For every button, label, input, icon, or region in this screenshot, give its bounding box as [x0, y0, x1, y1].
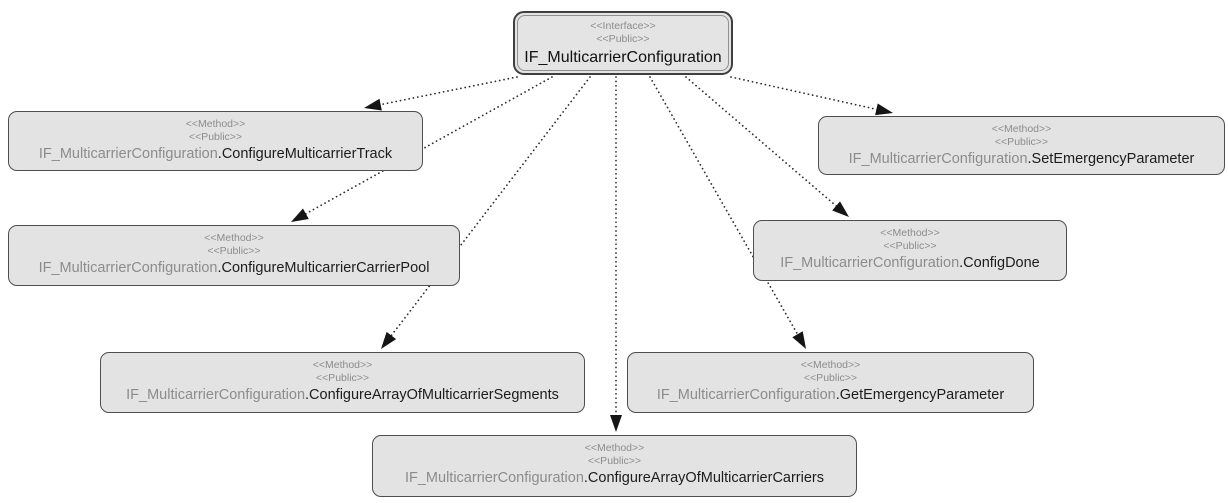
method-qualifier: IF_MulticarrierConfiguration [38, 146, 218, 162]
method-stereotype: <<Method>> [204, 232, 264, 244]
method-qualifier: IF_MulticarrierConfiguration [38, 260, 218, 276]
method-qualifier: IF_MulticarrierConfiguration [780, 255, 960, 271]
method-visibility-stereotype: <<Public>> [207, 245, 261, 257]
method-name: .GetEmergencyParameter [835, 387, 1005, 403]
interface-visibility-stereotype: <<Public>> [596, 33, 650, 45]
method-name-row: IF_MulticarrierConfiguration.ConfigureAr… [101, 385, 584, 406]
method-name: .ConfigureMulticarrierTrack [217, 146, 393, 162]
method-stereotype: <<Method>> [991, 123, 1052, 135]
node-method-configure-multicarrier-track[interactable]: <<Method>> <<Public>> IF_MulticarrierCon… [8, 111, 423, 171]
method-name: .ConfigDone [959, 255, 1040, 271]
node-method-get-emergency-parameter[interactable]: <<Method>> <<Public>> IF_MulticarrierCon… [627, 352, 1034, 413]
method-visibility-stereotype: <<Public>> [803, 372, 858, 384]
method-stereotype: <<Method>> [185, 118, 246, 130]
dependency-edge-get-emergency-parameter[interactable] [649, 76, 801, 339]
dependency-edge-configure-multicarrier-carrier-pool[interactable] [302, 76, 553, 217]
dependency-edge-configure-multicarrier-track[interactable] [376, 76, 518, 107]
node-method-configure-array-of-multicarrier-carriers[interactable]: <<Method>> <<Public>> IF_MulticarrierCon… [372, 435, 857, 497]
node-method-configure-multicarrier-carrier-pool[interactable]: <<Method>> <<Public>> IF_MulticarrierCon… [8, 225, 460, 286]
method-visibility-stereotype: <<Public>> [315, 372, 370, 384]
method-stereotype: <<Method>> [584, 442, 645, 454]
method-qualifier: IF_MulticarrierConfiguration [404, 470, 584, 486]
method-name: .ConfigureMulticarrierCarrierPool [217, 260, 430, 276]
method-qualifier: IF_MulticarrierConfiguration [656, 387, 836, 403]
method-name-row: IF_MulticarrierConfiguration.ConfigureMu… [9, 258, 459, 279]
node-method-set-emergency-parameter[interactable]: <<Method>> <<Public>> IF_MulticarrierCon… [818, 116, 1225, 175]
method-name: .SetEmergencyParameter [1027, 151, 1195, 167]
method-name-row: IF_MulticarrierConfiguration.ConfigureAr… [373, 468, 856, 489]
method-name-row: IF_MulticarrierConfiguration.GetEmergenc… [628, 385, 1033, 406]
method-name: .ConfigureArrayOfMulticarrierCarriers [583, 470, 824, 486]
method-stereotype: <<Method>> [312, 359, 373, 371]
method-visibility-stereotype: <<Public>> [883, 240, 937, 252]
method-visibility-stereotype: <<Public>> [587, 455, 642, 467]
dependency-edge-set-emergency-parameter[interactable] [730, 76, 881, 111]
interface-name: IF_MulticarrierConfiguration [524, 49, 722, 66]
interface-stereotype: <<Interface>> [590, 20, 656, 32]
node-interface-inner: <<Interface>> <<Public>> IF_Multicarrier… [517, 15, 729, 71]
method-name-row: IF_MulticarrierConfiguration.ConfigDone [754, 253, 1066, 274]
method-name-row: IF_MulticarrierConfiguration.SetEmergenc… [819, 149, 1224, 170]
method-stereotype: <<Method>> [880, 227, 940, 239]
method-qualifier: IF_MulticarrierConfiguration [126, 387, 306, 403]
method-qualifier: IF_MulticarrierConfiguration [848, 151, 1028, 167]
dependency-edge-config-done[interactable] [685, 76, 840, 209]
method-stereotype: <<Method>> [800, 359, 861, 371]
node-method-config-done[interactable]: <<Method>> <<Public>> IF_MulticarrierCon… [753, 220, 1067, 281]
node-interface[interactable]: <<Interface>> <<Public>> IF_Multicarrier… [513, 11, 733, 75]
method-visibility-stereotype: <<Public>> [994, 136, 1049, 148]
node-method-configure-array-of-multicarrier-segments[interactable]: <<Method>> <<Public>> IF_MulticarrierCon… [100, 352, 585, 413]
method-name: .ConfigureArrayOfMulticarrierSegments [305, 387, 559, 403]
method-name-row: IF_MulticarrierConfiguration.ConfigureMu… [9, 144, 422, 165]
method-visibility-stereotype: <<Public>> [188, 131, 243, 143]
